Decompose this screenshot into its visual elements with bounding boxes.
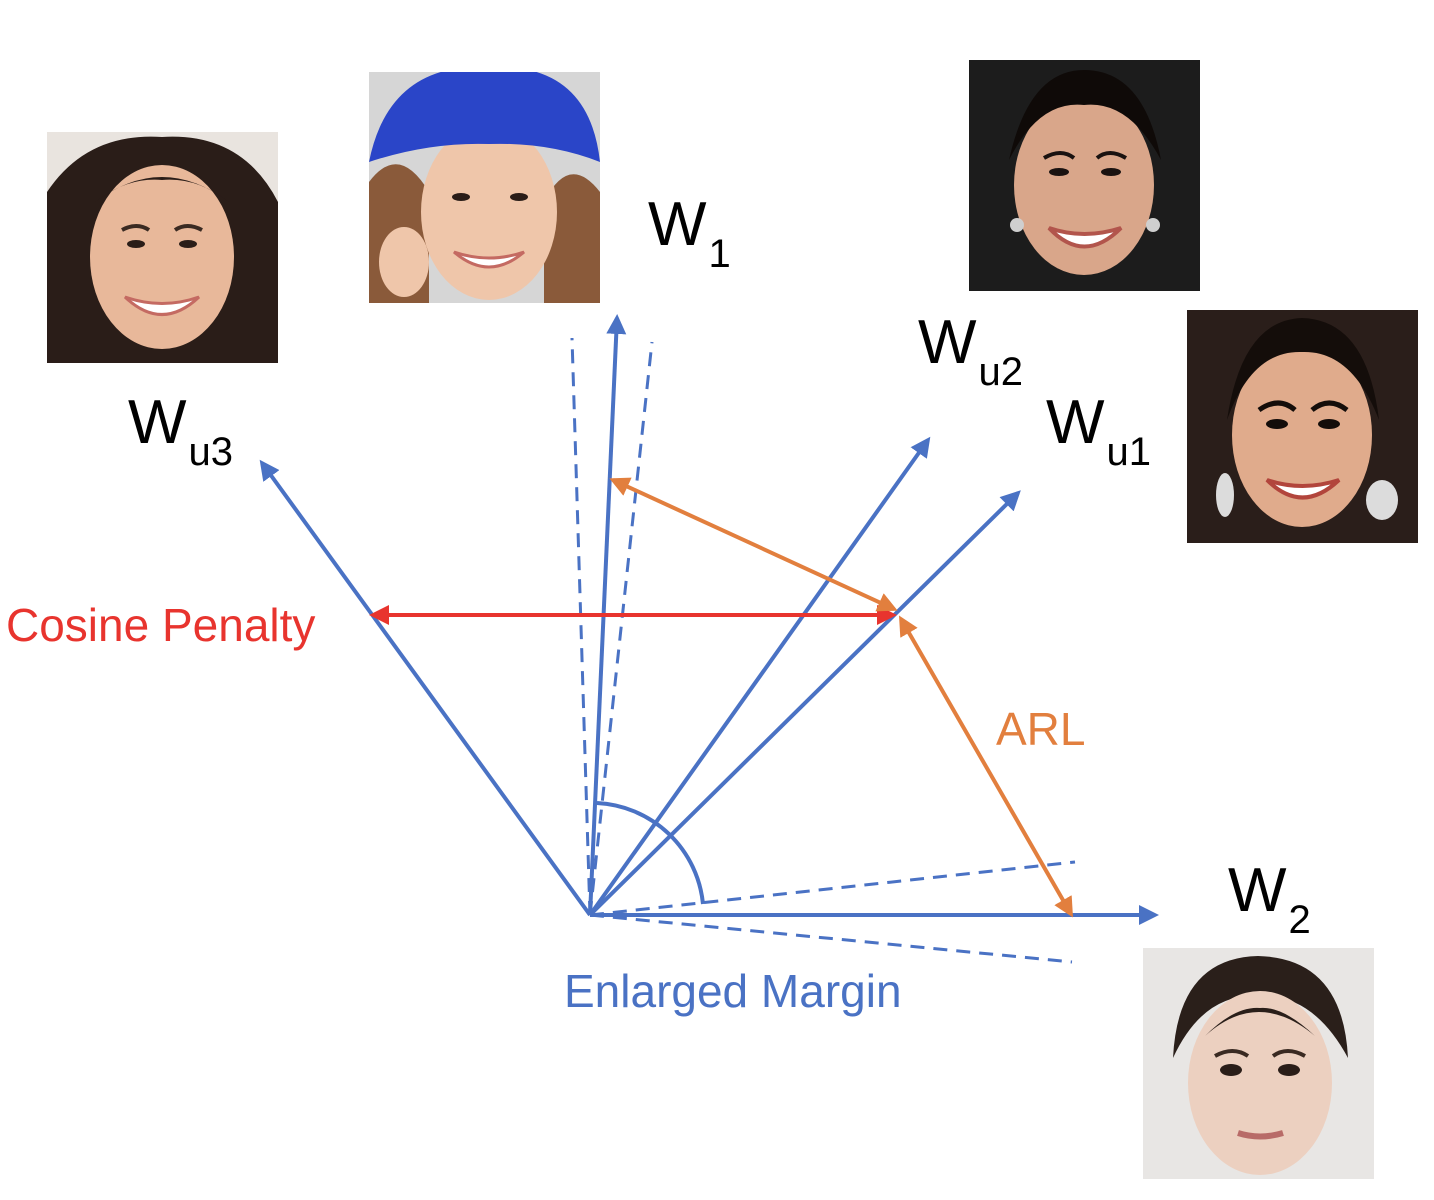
label-wu2-sub: u2 xyxy=(978,350,1024,394)
face-photo-w1 xyxy=(369,72,600,303)
face-image-icon xyxy=(47,132,278,363)
label-wu3-sub: u3 xyxy=(188,430,234,474)
w2-margin-upper-dashed xyxy=(589,860,1076,917)
w1-margin-left-dashed xyxy=(570,337,592,916)
enlarged-margin-label: Enlarged Margin xyxy=(564,965,902,1017)
vector-wu3 xyxy=(259,459,592,917)
face-image-icon xyxy=(1187,310,1418,543)
arl-arrow-to-w2 xyxy=(899,615,1073,918)
label-w1-main: W xyxy=(648,190,707,259)
cosine-penalty-label: Cosine Penalty xyxy=(6,599,316,651)
arl-arrow-to-w1 xyxy=(609,477,898,612)
arl-label: ARL xyxy=(996,703,1086,755)
face-photo-wu2 xyxy=(969,60,1200,291)
face-photo-w2 xyxy=(1143,948,1374,1179)
label-w2-main: W xyxy=(1228,856,1287,925)
label-wu1: Wu1 xyxy=(1046,392,1151,473)
face-image-icon xyxy=(1143,948,1374,1179)
face-photo-wu1 xyxy=(1187,310,1418,543)
label-wu1-sub: u1 xyxy=(1106,430,1152,474)
label-wu3-main: W xyxy=(128,388,187,457)
label-wu2: Wu2 xyxy=(918,312,1023,393)
vector-wu2 xyxy=(588,436,931,917)
label-wu2-main: W xyxy=(918,308,977,377)
face-photo-wu3 xyxy=(47,132,278,363)
label-w2-sub: 2 xyxy=(1288,898,1311,942)
label-w1-sub: 1 xyxy=(708,232,731,276)
w2-margin-lower-dashed xyxy=(589,913,1073,964)
label-wu1-main: W xyxy=(1046,388,1105,457)
face-image-icon xyxy=(969,60,1200,291)
label-w2: W2 xyxy=(1228,860,1311,941)
vector-wu1 xyxy=(588,490,1021,917)
label-wu3: Wu3 xyxy=(128,392,233,473)
w1-margin-right-dashed xyxy=(588,341,654,916)
face-image-icon xyxy=(369,72,600,303)
label-w1: W1 xyxy=(648,194,731,275)
enlarged-margin-arc xyxy=(596,801,705,905)
